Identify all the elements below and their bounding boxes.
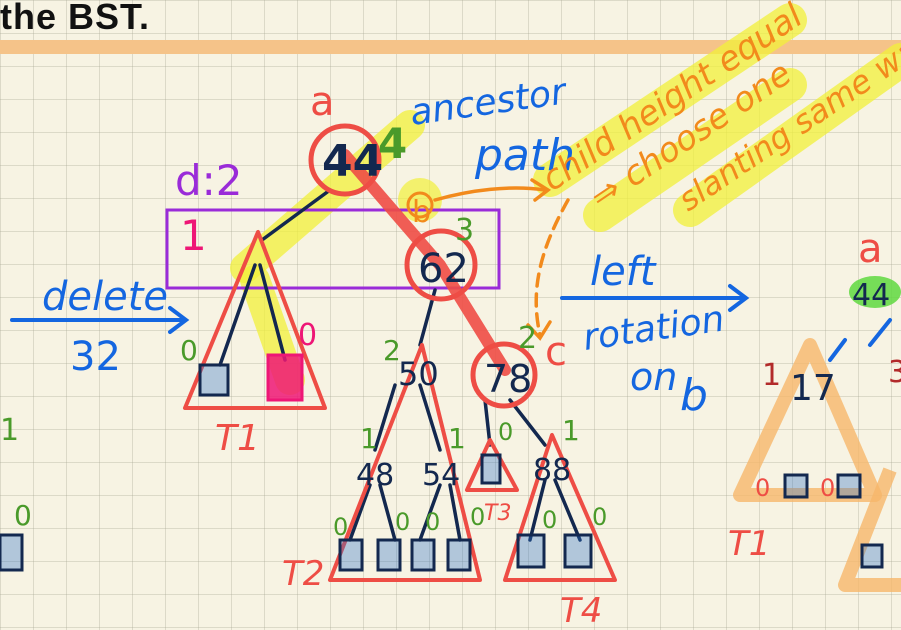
- leaf-height-5: 0: [542, 506, 557, 534]
- node-88-key: 88: [533, 453, 571, 488]
- node-44-key: 44: [322, 136, 383, 187]
- node-b-label: b: [412, 195, 431, 230]
- leaf-height-3: 0: [425, 508, 440, 536]
- node-circles: [308, 123, 538, 409]
- rotation-label: rotation: [581, 299, 727, 359]
- right-root-key: 44: [852, 278, 890, 313]
- leaf-height-4: 0: [470, 503, 485, 531]
- ancestor-label: ancestor: [408, 71, 571, 134]
- node-50-height: 2: [383, 334, 401, 367]
- rotation-path: [339, 149, 511, 376]
- on-label: on: [630, 355, 677, 399]
- subtree-t1: T1: [215, 418, 260, 459]
- right-leaf-height-2: 0: [820, 474, 835, 502]
- right-leaf-height-1: 0: [755, 474, 770, 502]
- node-48-key: 48: [356, 458, 394, 493]
- depth-label: d:2: [175, 156, 243, 205]
- page-title: the BST.: [0, 0, 151, 37]
- node-b-marker: [406, 191, 434, 219]
- deleted-key-label: 32: [70, 334, 121, 380]
- highlight-marks: [230, 3, 901, 395]
- node-48-height: 1: [360, 422, 378, 455]
- node-50-key: 50: [398, 355, 439, 393]
- left-label: left: [590, 249, 657, 295]
- left-child-height: 0: [298, 318, 317, 353]
- subtree-t2: T2: [282, 554, 324, 594]
- leaf-height-2: 0: [395, 508, 410, 536]
- leaf-height-7: 0: [498, 418, 513, 446]
- arrows: [10, 284, 892, 362]
- subtree-t3: T3: [484, 501, 511, 526]
- tree-edges: [218, 188, 582, 542]
- node-88-height: 1: [562, 414, 580, 447]
- node-62-height: 3: [455, 213, 474, 248]
- right-root-label: a: [858, 226, 883, 272]
- leaf-height-6: 0: [592, 503, 607, 531]
- right-subtree-t1: T1: [728, 524, 770, 564]
- node-62-circle: [404, 228, 478, 302]
- leaf-height-1: 0: [333, 513, 348, 541]
- node-78-height: 2: [518, 321, 537, 356]
- far-left-height: 1: [0, 413, 19, 448]
- node-78-circle: [470, 341, 538, 409]
- delete-label: delete: [42, 274, 168, 320]
- on-var-label: b: [680, 370, 708, 421]
- node-62-key: 62: [418, 246, 469, 292]
- node-54-key: 54: [422, 458, 460, 493]
- subtree-t4: T4: [560, 591, 602, 630]
- right-left-height: 1: [762, 358, 781, 393]
- path-label: path: [474, 130, 575, 181]
- depth-box: [165, 208, 501, 290]
- node-a-label: a: [310, 79, 335, 125]
- deleted-leaf-box: [266, 353, 304, 402]
- far-left-leaf-height: 0: [14, 499, 32, 532]
- header-rule: [0, 40, 901, 54]
- root-height: 4: [378, 119, 407, 168]
- right-left-key: 17: [790, 368, 836, 409]
- leaf-boxes: [0, 363, 884, 572]
- left-height: 1: [180, 211, 207, 260]
- node-78-key: 78: [484, 357, 532, 401]
- subtree-triangles: [183, 230, 617, 582]
- left-leaf-height: 0: [180, 334, 198, 367]
- right-root-highlight: [849, 276, 901, 308]
- orange-arrows: [433, 178, 570, 341]
- node-44-circle: [308, 123, 382, 197]
- right-root-right-height: 3: [888, 355, 901, 390]
- node-c-label: c: [545, 329, 567, 375]
- node-54-height: 1: [448, 422, 466, 455]
